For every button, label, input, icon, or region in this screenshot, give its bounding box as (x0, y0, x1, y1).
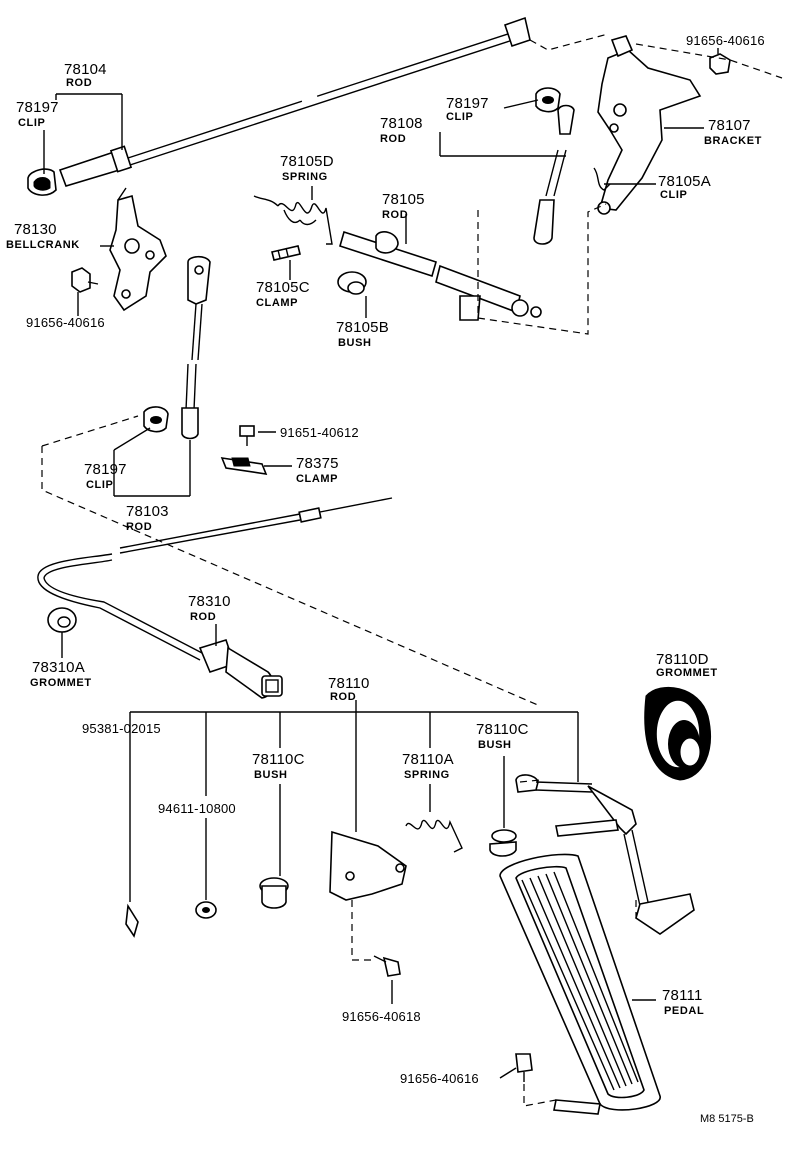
part-name-78110: ROD (330, 691, 357, 703)
part-number-78197-c: 78197 (84, 461, 127, 478)
part-number-78375: 78375 (296, 455, 339, 472)
spring-78105D-drawing (253, 195, 333, 245)
part-name-78130: BELLCRANK (6, 239, 80, 251)
pedal-78111-drawing (499, 853, 661, 1115)
part-name-78107: BRACKET (704, 135, 762, 147)
part-name-78197-b: CLIP (446, 111, 474, 123)
clamp-78375-drawing (220, 457, 268, 475)
bolt-91656-40616-c-drawing (515, 1053, 533, 1082)
washer-94611-10800-drawing (195, 901, 217, 919)
clip-78197-c-drawing (143, 406, 169, 433)
part-number-78110D: 78110D (656, 651, 709, 668)
pin-95381-02015-drawing (125, 903, 139, 938)
clamp-78105C-drawing (271, 245, 301, 261)
part-number-91656-40616-b: 91656-40616 (686, 33, 765, 48)
clip-78197-b-drawing (535, 87, 561, 113)
part-number-78105C: 78105C (256, 279, 310, 296)
bellcrank-78130-drawing (109, 187, 167, 312)
spring-78110A-drawing (405, 819, 463, 853)
part-name-78108: ROD (380, 133, 407, 145)
part-number-78110A: 78110A (402, 751, 454, 768)
part-name-78105: ROD (382, 209, 409, 221)
part-name-78110D: GROMMET (656, 667, 718, 679)
part-number-78104: 78104 (64, 61, 107, 78)
part-number-78310A: 78310A (32, 659, 85, 676)
part-name-78197-a: CLIP (18, 117, 46, 129)
bolt-91651-40612-drawing (239, 425, 255, 446)
part-number-78110: 78110 (328, 675, 370, 692)
grommet-78310A-drawing (47, 607, 77, 633)
part-number-78110C-b: 78110C (476, 721, 529, 738)
part-number-91656-40618: 91656-40618 (342, 1009, 421, 1024)
part-number-78110C-a: 78110C (252, 751, 305, 768)
part-name-78105C: CLAMP (256, 297, 299, 309)
bush-78110C-b-drawing (489, 829, 517, 857)
part-number-91656-40616-c: 91656-40616 (400, 1071, 479, 1086)
part-number-78105: 78105 (382, 191, 425, 208)
part-name-78110A: SPRING (404, 769, 450, 781)
part-number-78105B: 78105B (336, 319, 389, 336)
part-name-78105D: SPRING (282, 171, 328, 183)
bracket-78107-drawing (597, 35, 702, 215)
rod-78103-drawing (181, 255, 211, 440)
part-name-78375: CLAMP (296, 473, 339, 485)
rod-78110-drawing (515, 774, 695, 935)
clip-78197-a-drawing (27, 168, 57, 196)
part-number-78108: 78108 (380, 115, 423, 132)
part-name-78105A: CLIP (660, 189, 688, 201)
part-number-94611-10800: 94611-10800 (158, 801, 236, 816)
figure-code: M8 5175-B (700, 1113, 754, 1125)
part-number-78107: 78107 (708, 117, 751, 134)
rod-78310-drawing (37, 497, 393, 699)
part-name-78197-c: CLIP (86, 479, 114, 491)
rod-78108-drawing (533, 104, 575, 245)
part-number-78197-b: 78197 (446, 95, 489, 112)
part-number-78197-a: 78197 (16, 99, 59, 116)
part-number-78105D: 78105D (280, 153, 334, 170)
part-name-78310A: GROMMET (30, 677, 92, 689)
bush-78110C-a-drawing (259, 877, 289, 909)
part-number-78105A: 78105A (658, 173, 711, 190)
rod-78105-drawing (339, 230, 542, 321)
part-name-78103: ROD (126, 521, 153, 533)
bush-78105B-drawing (337, 271, 367, 295)
grommet-78110D-drawing (644, 686, 711, 781)
clip-78105A-drawing (593, 167, 611, 191)
bolt-91656-40618-drawing (373, 955, 401, 977)
part-number-91656-40616-a: 91656-40616 (26, 315, 105, 330)
dashed-connectors (41, 33, 783, 1107)
part-number-78111: 78111 (662, 987, 703, 1004)
part-name-78110C-a: BUSH (254, 769, 288, 781)
part-number-78310: 78310 (188, 593, 231, 610)
part-number-78130: 78130 (14, 221, 57, 238)
part-name-78111: PEDAL (664, 1005, 705, 1017)
leader-lines (43, 48, 719, 1079)
part-number-95381-02015: 95381-02015 (82, 721, 161, 736)
part-name-78310: ROD (190, 611, 217, 623)
part-number-78103: 78103 (126, 503, 169, 520)
part-name-78110C-b: BUSH (478, 739, 512, 751)
pedal-bracket-drawing (329, 830, 407, 901)
rod-78104-drawing (58, 16, 531, 187)
part-number-91651-40612: 91651-40612 (280, 425, 359, 440)
nut-91656-40616-a-drawing (71, 267, 99, 293)
part-name-78104: ROD (66, 77, 93, 89)
part-name-78105B: BUSH (338, 337, 372, 349)
